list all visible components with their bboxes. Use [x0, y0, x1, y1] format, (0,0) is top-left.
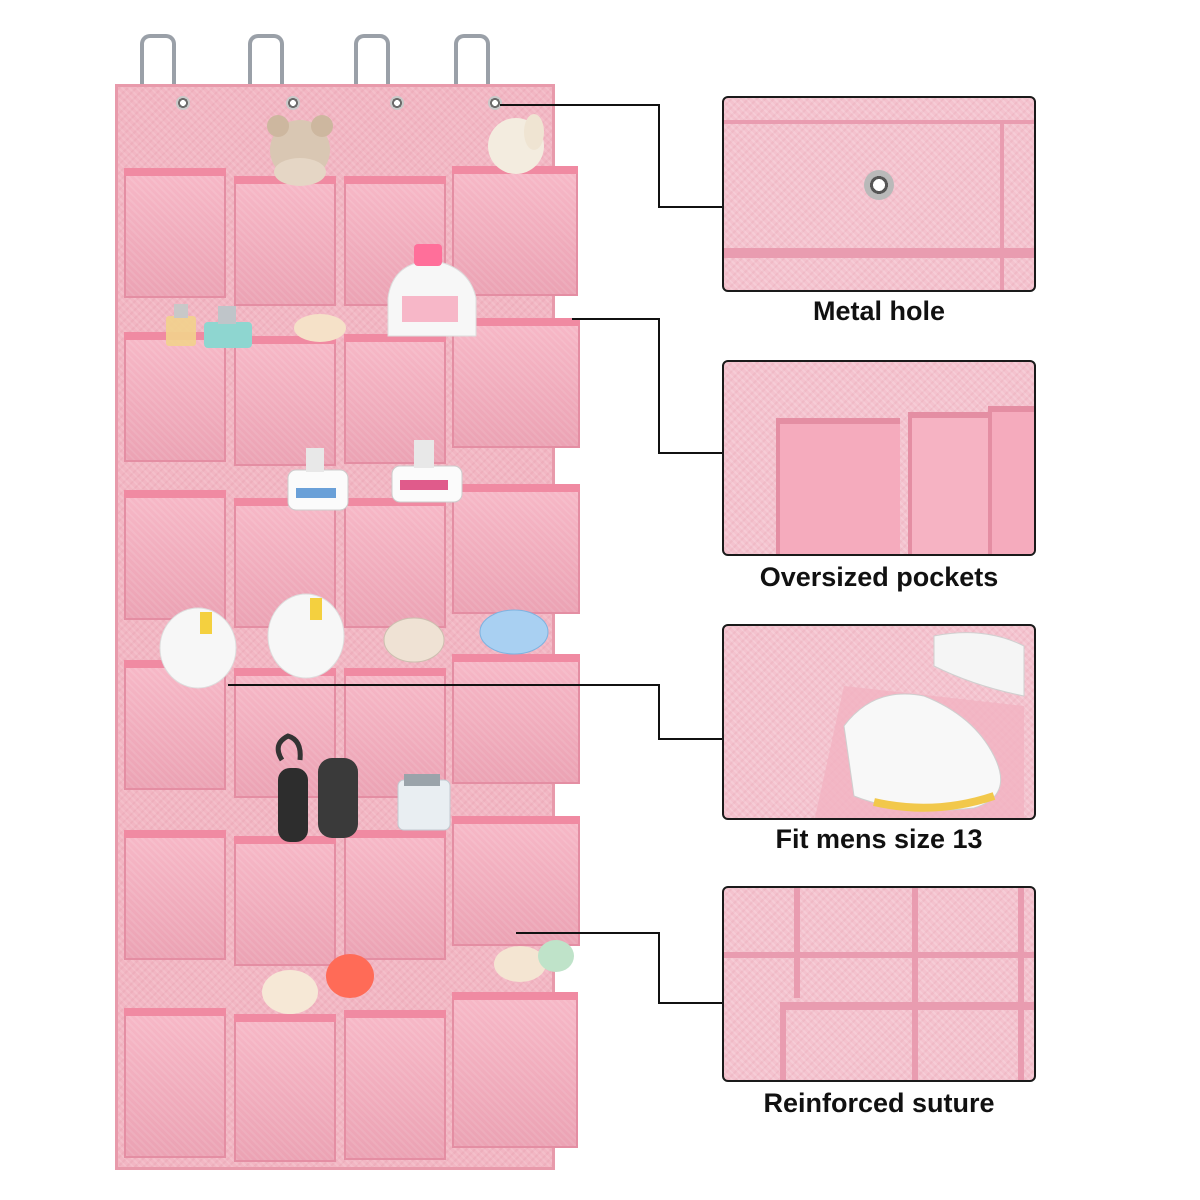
pocket: [124, 490, 226, 620]
caption-metal-hole: Metal hole: [812, 296, 946, 326]
detail-panel-metal-hole: [722, 96, 1036, 292]
stored-items: [159, 114, 574, 1014]
grommet-icon: [488, 96, 502, 110]
caption-reinforced-suture: Reinforced suture: [763, 1088, 995, 1118]
hook-icon: [454, 34, 490, 86]
caption-fit-mens-size: Fit mens size 13: [775, 824, 983, 854]
pocket: [452, 484, 580, 614]
plush-toy-icon: [488, 114, 544, 174]
detail-panel-oversized-pockets: [722, 360, 1036, 556]
grommet-icon: [390, 96, 404, 110]
pump-bottle-icon: [287, 448, 349, 511]
pocket: [344, 668, 446, 798]
pocket: [452, 166, 578, 296]
pocket: [344, 498, 446, 628]
pocket: [124, 168, 226, 298]
hook-icon: [140, 34, 176, 86]
pocket: [234, 176, 336, 306]
pocket: [452, 318, 580, 448]
hook-icon: [248, 34, 284, 86]
sneaker-icon: [814, 632, 1025, 818]
shoe-icon: [267, 593, 345, 679]
shoe-icon: [159, 607, 237, 689]
detergent-bottle-icon: [387, 244, 477, 337]
pocket: [344, 830, 446, 960]
pump-bottle-icon: [391, 440, 463, 503]
umbrella-icon: [275, 733, 358, 842]
pocket: [344, 1010, 446, 1160]
shoe-icon: [383, 617, 445, 663]
grommet-icon: [176, 96, 190, 110]
pocket: [234, 1014, 336, 1162]
grommet-icon: [286, 96, 300, 110]
slipper-icon: [479, 609, 549, 655]
sponge-icon: [294, 314, 346, 342]
pocket: [124, 1008, 226, 1158]
pocket: [452, 816, 580, 946]
towel-roll-icon: [262, 940, 574, 1014]
hook-icon: [354, 34, 390, 86]
detail-panel-reinforced-suture: [722, 886, 1036, 1082]
pocket: [452, 654, 580, 784]
pocket: [234, 336, 336, 466]
pocket: [234, 836, 336, 966]
shaker-bottle-icon: [397, 774, 451, 831]
pocket: [124, 830, 226, 960]
grommet-icon: [864, 170, 894, 200]
caption-oversized-pockets: Oversized pockets: [759, 562, 999, 592]
perfume-bottle-icon: [166, 304, 252, 348]
pocket: [452, 992, 578, 1148]
detail-panel-shoe-fit: [722, 624, 1036, 820]
teddy-bear-icon: [267, 115, 333, 186]
